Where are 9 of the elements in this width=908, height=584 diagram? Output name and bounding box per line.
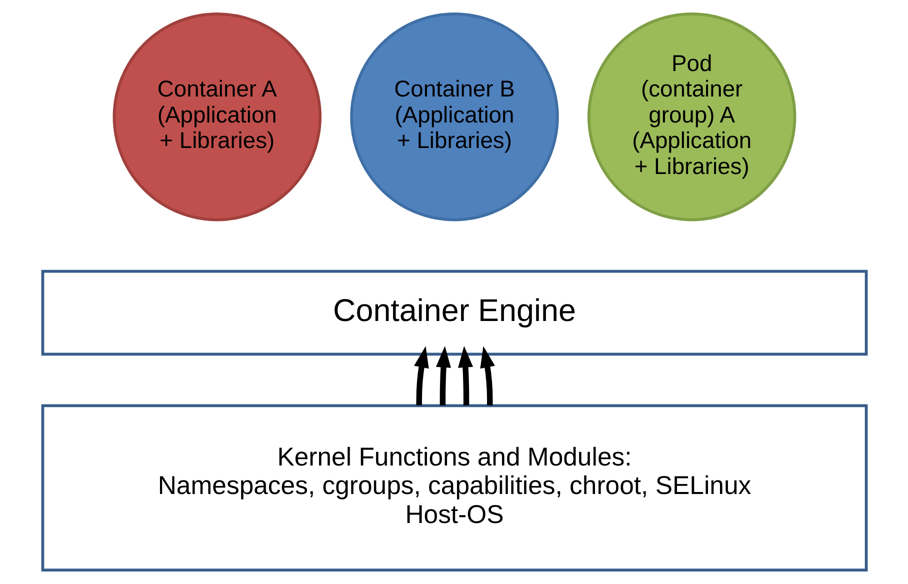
- arrow: [414, 346, 428, 406]
- node-box: Kernel Functions and Modules: Namespaces, cgroups, capabilities, chroot, SELinux Host-OS: [40, 404, 868, 572]
- node-circle: Container B (Application + Libraries): [350, 12, 558, 222]
- node-circle: Container A (Application + Libraries): [112, 12, 322, 222]
- node-box: Container Engine: [40, 270, 868, 356]
- arrow: [458, 346, 473, 406]
- arrow: [435, 346, 450, 406]
- node-circle: Pod (container group) A (Application + Libraries): [586, 12, 796, 222]
- arrow: [480, 346, 494, 406]
